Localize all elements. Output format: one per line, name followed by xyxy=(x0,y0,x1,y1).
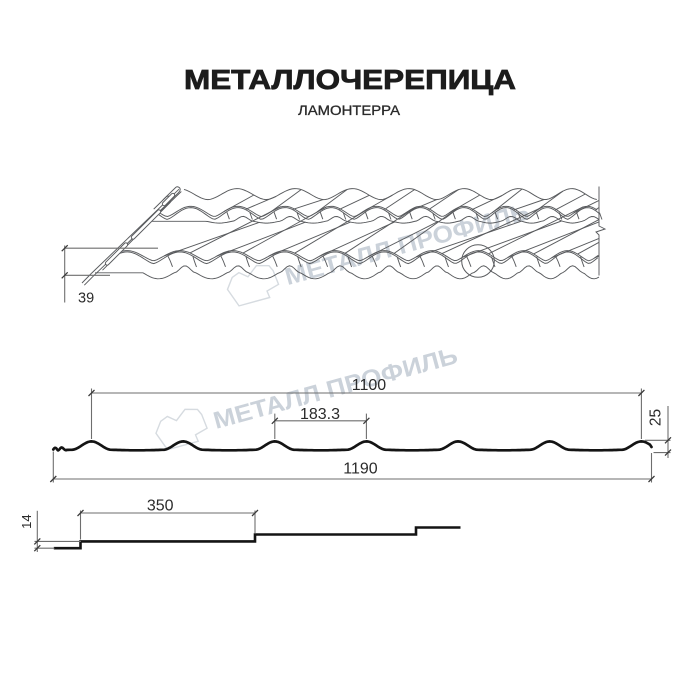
svg-text:ЛАМОНТЕРРА: ЛАМОНТЕРРА xyxy=(298,103,400,118)
svg-text:350: 350 xyxy=(147,498,174,515)
svg-text:39: 39 xyxy=(78,291,94,307)
svg-text:25: 25 xyxy=(648,409,665,426)
svg-text:1100: 1100 xyxy=(352,377,387,394)
svg-text:183.3: 183.3 xyxy=(300,406,340,423)
svg-text:1190: 1190 xyxy=(343,461,378,478)
svg-text:МЕТАЛЛОЧЕРЕПИЦА: МЕТАЛЛОЧЕРЕПИЦА xyxy=(184,63,516,95)
svg-text:14: 14 xyxy=(19,514,34,528)
